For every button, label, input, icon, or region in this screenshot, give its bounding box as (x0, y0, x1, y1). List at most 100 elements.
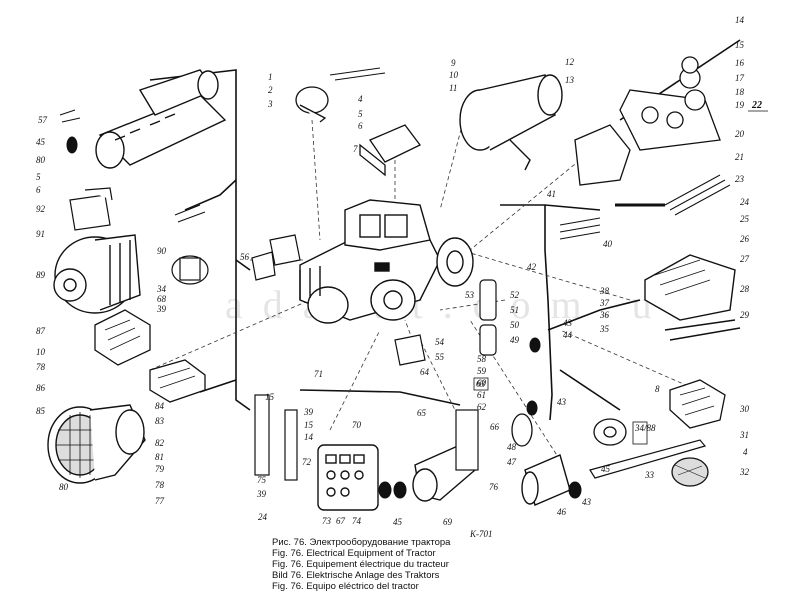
part-label-31: 31 (739, 430, 749, 440)
part-label-36: 36 (599, 310, 610, 320)
part-label-57: 57 (38, 115, 48, 125)
sensor-51-52 (479, 279, 497, 356)
part-label-42: 42 (527, 262, 537, 272)
part-label-54: 54 (435, 337, 445, 347)
part-label-84: 84 (155, 401, 165, 411)
part-label-49: 49 (510, 335, 520, 345)
rear-lamp-30 (669, 379, 726, 429)
coil-46 (521, 454, 571, 506)
boxed-label-34-88: 34/88 (634, 423, 656, 433)
part-label-33: 33 (644, 470, 655, 480)
wiper-motor (459, 74, 563, 171)
part-label-9: 9 (451, 58, 456, 68)
part-label-7: 7 (353, 144, 358, 154)
tractor-body (299, 199, 474, 324)
gaskets (251, 234, 426, 366)
part-label-1: 1 (268, 72, 273, 82)
part-label-39-bottom: 39 (256, 489, 267, 499)
part-label-81: 81 (155, 452, 164, 462)
part-label-24-bottom: 24 (258, 512, 268, 522)
caption-es: Fig. 76. Equipo eléctrico del tractor (272, 581, 419, 592)
caption-de: Bild 76. Elektrische Anlage des Traktors (272, 570, 440, 581)
part-label-8: 8 (655, 384, 660, 394)
part-label-32: 32 (739, 467, 750, 477)
part-label-24: 24 (740, 197, 750, 207)
model-mark: К-701 (469, 529, 492, 539)
part-label-40: 40 (603, 239, 613, 249)
part-label-69: 69 (443, 517, 453, 527)
boxed-label-22: 22 (751, 100, 762, 111)
part-label-5-left: 5 (36, 172, 41, 182)
part-label-21: 21 (735, 152, 744, 162)
part-label-56: 56 (240, 252, 250, 262)
part-label-64: 64 (420, 367, 430, 377)
part-label-37: 37 (599, 298, 610, 308)
part-label-89: 89 (36, 270, 46, 280)
part-label-45-bottom: 45 (393, 517, 403, 527)
part-label-6: 6 (358, 121, 363, 131)
side-lamp-87 (94, 309, 151, 366)
connectors (59, 67, 731, 240)
part-label-60: 60 (477, 378, 487, 388)
part-label-48: 48 (507, 442, 517, 452)
part-label-25: 25 (740, 214, 750, 224)
reflector-32 (671, 457, 709, 487)
part-label-78: 78 (155, 480, 165, 490)
instrument-bracket (619, 56, 721, 151)
part-label-82: 82 (155, 438, 165, 448)
part-label-30: 30 (739, 404, 750, 414)
part-label-11: 11 (449, 83, 457, 93)
part-label-86: 86 (36, 383, 46, 393)
caption-fr: Fig. 76. Equipement électrique du tracte… (272, 559, 449, 570)
part-label-92: 92 (36, 204, 46, 214)
part-label-43-bottom: 43 (582, 497, 592, 507)
regulator-92 (69, 187, 113, 231)
watermark: adarat.com.ua (225, 282, 709, 327)
fuse-strips (254, 394, 479, 481)
part-label-58: 58 (477, 354, 487, 364)
part-label-44: 44 (563, 330, 573, 340)
generator (53, 234, 141, 314)
part-label-80: 80 (59, 482, 69, 492)
part-label-91: 91 (36, 229, 45, 239)
battery (644, 254, 741, 341)
bulbs (66, 136, 582, 499)
starter-motor (95, 69, 227, 169)
part-label-4-right: 4 (743, 447, 748, 457)
part-label-28: 28 (740, 284, 750, 294)
part-label-50: 50 (510, 320, 520, 330)
part-label-74: 74 (352, 516, 362, 526)
part-label-83: 83 (155, 416, 165, 426)
headlamp (47, 404, 146, 484)
part-label-52: 52 (510, 290, 520, 300)
coil-47 (511, 413, 533, 447)
switch-34 (171, 255, 209, 285)
side-lamp-86 (149, 359, 206, 403)
part-label-26: 26 (740, 234, 750, 244)
part-label-19: 19 (735, 100, 745, 110)
part-label-18: 18 (735, 87, 745, 97)
part-label-80-left: 80 (36, 155, 46, 165)
part-label-34: 34 (156, 284, 167, 294)
part-label-85: 85 (36, 406, 46, 416)
part-label-35: 35 (599, 324, 610, 334)
part-label-38: 38 (599, 286, 610, 296)
part-label-43: 43 (563, 318, 573, 328)
control-panel-72 (317, 444, 379, 511)
part-label-65: 65 (417, 408, 427, 418)
part-label-59: 59 (477, 366, 487, 376)
part-label-47: 47 (507, 457, 517, 467)
boxed-label-63: 63 (476, 379, 486, 389)
part-label-15-fuse2: 15 (304, 420, 314, 430)
part-label-78-left: 78 (36, 362, 46, 372)
part-label-70: 70 (352, 420, 362, 430)
part-label-15: 15 (735, 40, 745, 50)
part-label-51: 51 (510, 305, 519, 315)
part-label-10: 10 (449, 70, 459, 80)
part-labels: 1 2 3 4 5 6 7 8 9 10 11 12 13 14 15 16 1… (36, 15, 750, 527)
part-label-75: 75 (257, 475, 267, 485)
part-label-72: 72 (302, 457, 312, 467)
part-label-55: 55 (435, 352, 445, 362)
